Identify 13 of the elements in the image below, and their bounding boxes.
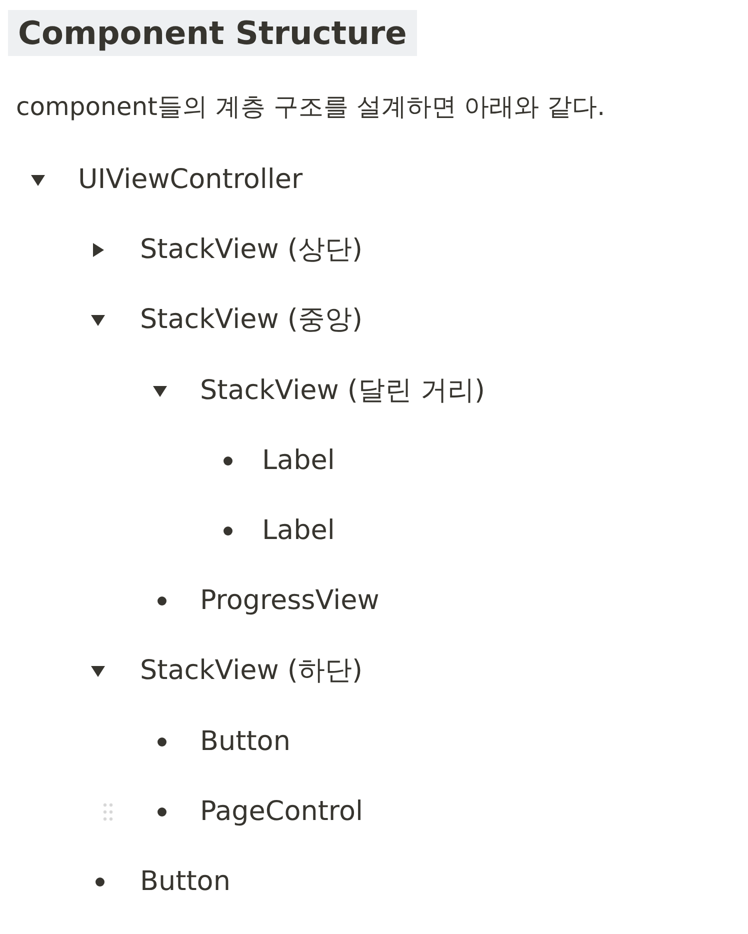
list-item-text: StackView (하단) (140, 654, 362, 688)
list-item-text: UIViewController (78, 163, 303, 197)
list-item-text: ProgressView (200, 584, 380, 618)
list-item-text: Label (262, 444, 335, 478)
list-item-text: Button (140, 865, 230, 899)
list-item-text: StackView (달린 거리) (200, 374, 486, 408)
intro-text: component들의 계층 구조를 설계하면 아래와 같다. (16, 91, 606, 123)
list-item-text: Label (262, 514, 335, 548)
list-item-text: StackView (중앙) (140, 303, 362, 338)
list-item-text: PageControl (200, 794, 363, 829)
list-item-text: StackView (상단) (140, 233, 362, 268)
list-item-text: Button (200, 724, 290, 759)
page-title: Component Structure (8, 10, 417, 56)
